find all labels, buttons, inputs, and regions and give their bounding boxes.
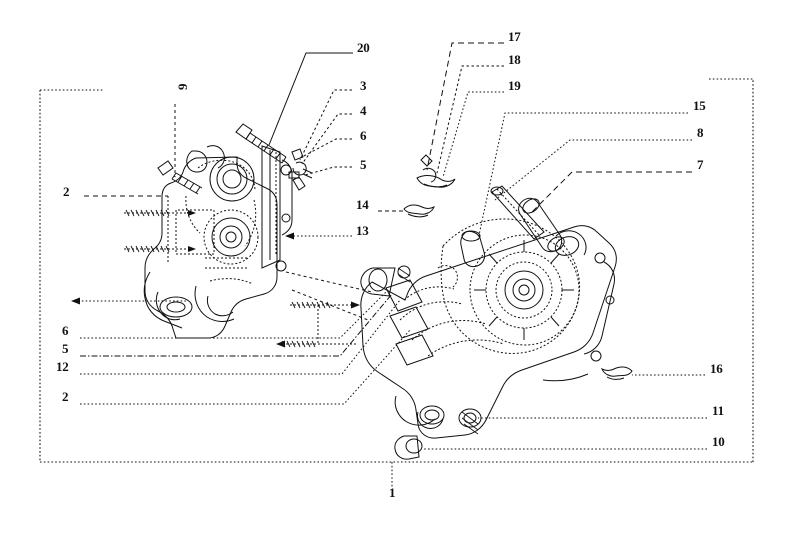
callout-label-7[interactable]: 7 xyxy=(697,157,704,172)
callout-label-5-upper[interactable]: 5 xyxy=(360,157,367,172)
part-7-sleeve xyxy=(518,197,565,253)
callout-4-leader xyxy=(301,113,352,165)
arrowhead-2-upper-a xyxy=(188,210,196,216)
callout-12-leader xyxy=(80,299,401,375)
callout-label-2-upper[interactable]: 2 xyxy=(63,184,70,199)
part-12-detail xyxy=(437,265,458,288)
callout-label-14[interactable]: 14 xyxy=(356,197,369,212)
callout-label-6-lower[interactable]: 6 xyxy=(62,323,69,338)
assembly-link-lines xyxy=(285,271,373,321)
callout-label-6-upper[interactable]: 6 xyxy=(360,128,367,143)
parts-17-18-19-group xyxy=(416,154,456,188)
arrowhead-2-upper-b xyxy=(188,246,196,252)
callout-label-19[interactable]: 19 xyxy=(508,78,521,93)
callout-label-16[interactable]: 16 xyxy=(710,361,723,376)
part-15-bushing xyxy=(460,230,486,268)
callout-5-lower-leader xyxy=(80,293,393,357)
callout-2-lower-leader xyxy=(80,329,411,405)
callout-label-13[interactable]: 13 xyxy=(356,223,369,238)
callout-3-leader xyxy=(299,89,352,161)
diagram-frame xyxy=(39,78,754,463)
callout-7-leader xyxy=(530,171,692,214)
callout-20-leader xyxy=(268,52,353,146)
callout-label-1[interactable]: 1 xyxy=(389,485,396,500)
callout-2-upper-branch xyxy=(124,196,196,263)
callout-label-9[interactable]: 9 xyxy=(175,83,190,90)
arrowhead-left-case xyxy=(71,297,80,305)
callout-label-2-lower[interactable]: 2 xyxy=(62,389,69,404)
callout-17-leader xyxy=(426,42,504,171)
callout-15-leader xyxy=(477,112,688,241)
callout-5-upper-leader xyxy=(304,166,352,176)
callout-label-5-lower[interactable]: 5 xyxy=(62,341,69,356)
callout-18-leader xyxy=(436,65,504,174)
mid-screw-a xyxy=(281,301,331,348)
part-16-clip xyxy=(601,366,633,380)
callout-label-20[interactable]: 20 xyxy=(357,40,370,55)
callout-label-11[interactable]: 11 xyxy=(712,403,724,418)
callout-label-15[interactable]: 15 xyxy=(693,98,706,113)
callout-6-lower-leader xyxy=(80,289,389,339)
callout-19-leader xyxy=(442,91,504,178)
part-14-clip xyxy=(403,204,435,218)
callout-label-8[interactable]: 8 xyxy=(697,125,704,140)
callout-label-10[interactable]: 10 xyxy=(712,434,725,449)
callout-6-upper-leader xyxy=(299,138,352,159)
arrowhead-mid-a xyxy=(276,301,360,348)
left-crankcase-assembly xyxy=(143,145,293,339)
parts-3-4-5-6-fasteners xyxy=(288,148,313,191)
part-9-screw xyxy=(157,160,203,195)
arrowhead-13 xyxy=(285,232,294,240)
callout-label-17[interactable]: 17 xyxy=(508,29,521,44)
callout-8-leader xyxy=(494,139,692,201)
part-8-shaft xyxy=(490,185,545,240)
part-20-screw xyxy=(235,123,287,164)
callout-label-12[interactable]: 12 xyxy=(56,359,69,374)
right-crankcase-body xyxy=(360,218,617,460)
part-2-upper-screws xyxy=(125,209,170,253)
callout-label-3[interactable]: 3 xyxy=(360,78,367,93)
callout-label-18[interactable]: 18 xyxy=(508,52,521,67)
callout-label-4[interactable]: 4 xyxy=(360,103,367,118)
